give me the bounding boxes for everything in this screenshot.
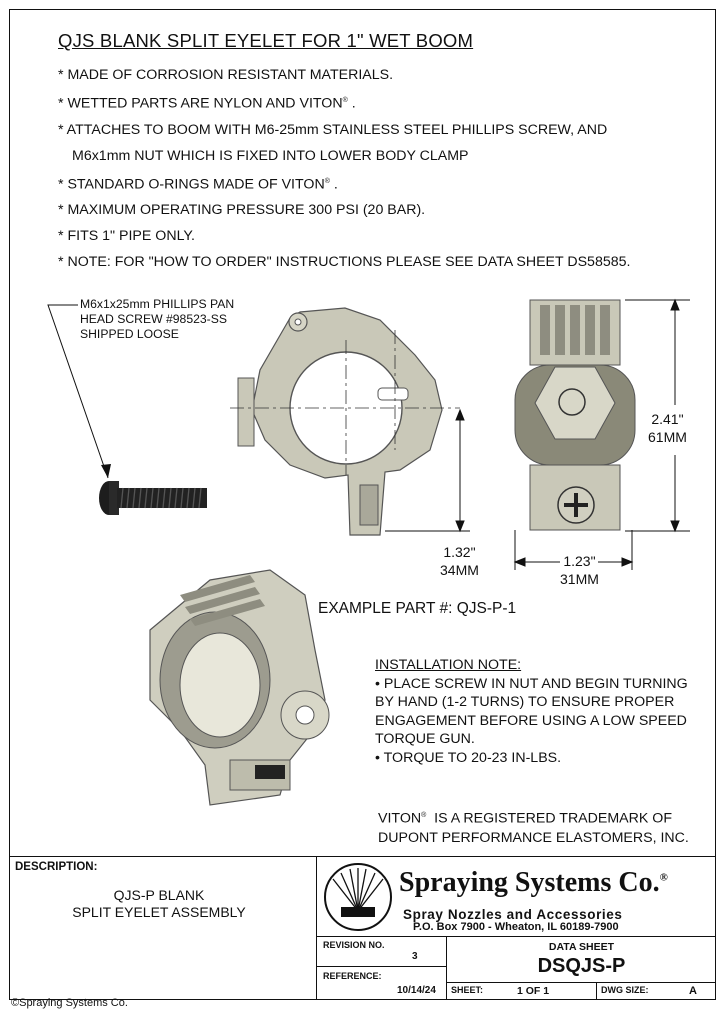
bullet-o-rings: * STANDARD O-RINGS MADE OF VITON® . [58, 176, 338, 193]
company-logo [324, 863, 392, 931]
side-view-illustration [230, 307, 460, 536]
reference-cell: REFERENCE: 10/14/24 [317, 967, 447, 999]
data-sheet-cell: DATA SHEET DSQJS-P [447, 937, 716, 983]
bullet-materials: * MADE OF CORROSION RESISTANT MATERIALS. [58, 67, 394, 83]
front-view-illustration [514, 299, 636, 531]
drawing-frame [9, 9, 716, 1000]
bullet-pipe: * FITS 1" PIPE ONLY. [58, 228, 195, 245]
bullet-pressure: * MAXIMUM OPERATING PRESSURE 300 PSI (20… [58, 202, 426, 219]
bullet-note: * NOTE: FOR "HOW TO ORDER" INSTRUCTIONS … [58, 254, 631, 271]
company-address: P.O. Box 7900 - Wheaton, IL 60189-7900 [413, 921, 619, 933]
bullet-attaches: * ATTACHES TO BOOM WITH M6-25mm STAINLES… [58, 121, 608, 138]
dim-width: 1.23"31MM [560, 553, 599, 587]
bullet-wetted-parts: * WETTED PARTS ARE NYLON AND VITON® . [58, 95, 356, 112]
screw-illustration [99, 481, 207, 515]
description-cell: DESCRIPTION: QJS-P BLANK SPLIT EYELET AS… [9, 857, 317, 999]
data-sheet-number: DSQJS-P [537, 955, 626, 977]
bullet-attaches-cont: M6x1mm NUT WHICH IS FIXED INTO LOWER BOD… [72, 147, 469, 164]
page-title: QJS BLANK SPLIT EYELET FOR 1" WET BOOM [58, 30, 474, 51]
dim-half-height: 1.32"34MM [440, 544, 479, 578]
dim-height: 2.41"61MM [648, 411, 687, 445]
installation-note: INSTALLATION NOTE: • PLACE SCREW IN NUT … [375, 657, 688, 766]
company-cell: Spraying Systems Co.® Spray Nozzles and … [317, 857, 716, 937]
trademark-note: VITON® IS A REGISTERED TRADEMARK OF DUPO… [378, 810, 689, 846]
isometric-view-illustration [149, 569, 330, 806]
copyright: ©Spraying Systems Co. [11, 997, 128, 1009]
company-tagline: Spray Nozzles and Accessories [403, 907, 623, 922]
revision-cell: REVISION NO. 3 [317, 937, 447, 967]
example-part: EXAMPLE PART #: QJS-P-1 [318, 600, 517, 617]
feature-list: * MADE OF CORROSION RESISTANT MATERIALS.… [58, 62, 630, 275]
company-name: Spraying Systems Co.® [399, 867, 668, 898]
installation-heading: INSTALLATION NOTE: [375, 657, 522, 673]
sheet-cell: SHEET: 1 OF 1 [447, 983, 597, 999]
screw-callout: M6x1x25mm PHILLIPS PAN HEAD SCREW #98523… [80, 297, 235, 341]
title-block: DESCRIPTION: QJS-P BLANK SPLIT EYELET AS… [9, 856, 716, 1001]
dwg-size-cell: DWG SIZE: A [601, 985, 697, 997]
